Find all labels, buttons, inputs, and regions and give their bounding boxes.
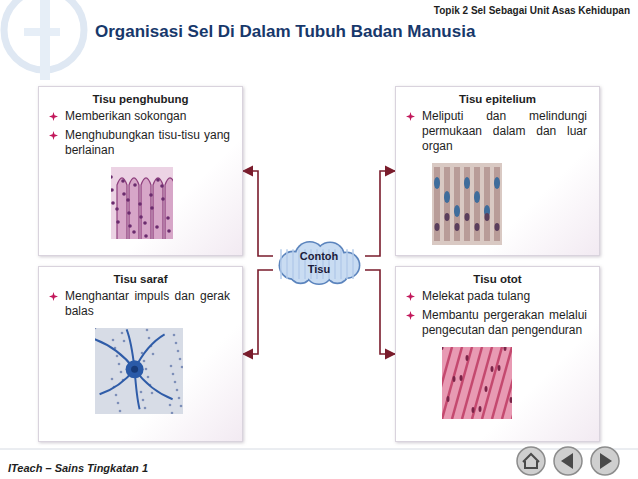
bullet-text: Melekat pada tulang [422, 289, 530, 303]
bullet-star [406, 311, 415, 320]
micrograph [432, 163, 502, 245]
bullet-item: Meliputi dan melindungi permukaan dalam … [396, 109, 599, 154]
connector-arrow [243, 171, 273, 256]
bullet-text: Membantu pergerakan melalui pengecutan d… [422, 308, 587, 337]
tissue-panel: Tisu ototMelekat pada tulangMembantu per… [395, 266, 600, 442]
bullet-star [406, 112, 415, 121]
connector-arrow [365, 171, 395, 256]
bullet-item: Membantu pergerakan melalui pengecutan d… [396, 308, 599, 338]
tissue-panel: Tisu penghubungMemberikan sokonganMenghu… [38, 86, 243, 256]
bullet-item: Menghubungkan tisu-tisu yang berlainan [39, 128, 242, 158]
bullet-text: Menghubungkan tisu-tisu yang berlainan [65, 128, 230, 157]
bullet-text: Memberikan sokongan [65, 109, 186, 123]
footer-line [0, 449, 638, 450]
micrograph [95, 328, 183, 414]
bullet-star [49, 112, 58, 121]
panel-heading: Tisu otot [396, 267, 599, 285]
bullet-text: Meliputi dan melindungi permukaan dalam … [422, 109, 587, 153]
bullet-text: Menghantar impuls dan gerak balas [65, 289, 230, 318]
slide-title: Organisasi Sel Di Dalam Tubuh Badan Manu… [95, 22, 475, 42]
logo-bar [24, 28, 60, 36]
bullet-star [406, 292, 415, 301]
connector-arrow [243, 270, 273, 354]
topic-label: Topik 2 Sel Sebagai Unit Asas Kehidupan [434, 5, 630, 16]
bullet-item: Menghantar impuls dan gerak balas [39, 289, 242, 319]
panel-heading: Tisu penghubung [39, 87, 242, 105]
example-cloud: Contoh Tisu [273, 240, 365, 286]
footer-label: ITeach – Sains Tingkatan 1 [8, 462, 148, 474]
connector-arrow [365, 270, 395, 354]
panel-heading: Tisu epitelium [396, 87, 599, 105]
nav-buttons [517, 447, 619, 475]
tissue-panel: Tisu sarafMenghantar impuls dan gerak ba… [38, 266, 243, 442]
tissue-panel: Tisu epiteliumMeliputi dan melindungi pe… [395, 86, 600, 256]
logo-bar [40, 0, 50, 80]
micrograph [442, 347, 512, 419]
cloud-label: Contoh Tisu [296, 250, 342, 276]
bullet-item: Melekat pada tulang [396, 289, 599, 304]
bullet-item: Memberikan sokongan [39, 109, 242, 124]
micrograph [111, 167, 173, 239]
panel-heading: Tisu saraf [39, 267, 242, 285]
bullet-star [49, 131, 58, 140]
bullet-star [49, 292, 58, 301]
